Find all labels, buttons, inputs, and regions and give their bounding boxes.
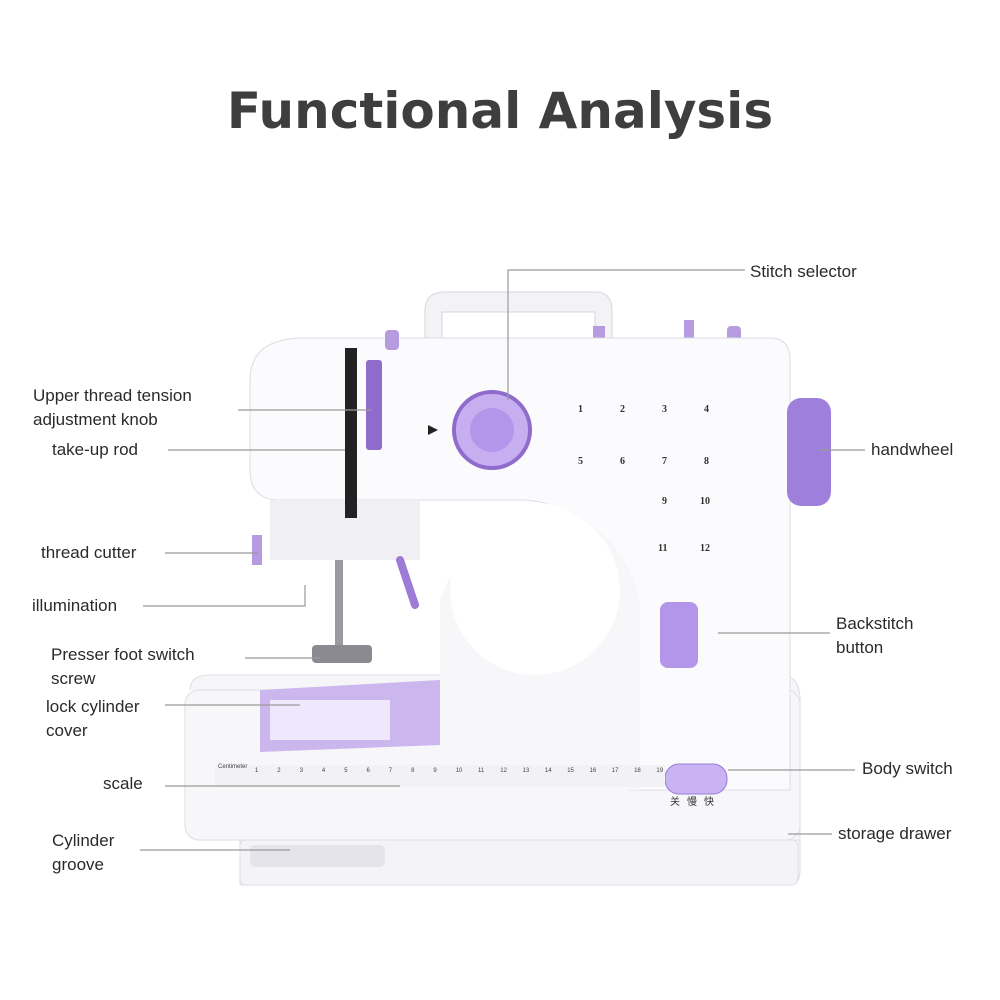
handwheel: [787, 398, 831, 506]
switch-mark: 关: [670, 797, 680, 808]
scale-number: 19: [656, 768, 664, 774]
label-tension-2: adjustment knob: [33, 410, 158, 429]
label-storage-drawer: storage drawer: [838, 824, 952, 843]
presser-lever: [396, 556, 419, 609]
label-scale: scale: [103, 774, 143, 793]
label-lock-1: lock cylinder: [46, 697, 140, 716]
scale-number: 1: [255, 768, 259, 774]
label-tension-1: Upper thread tension: [33, 386, 192, 405]
switch-mark: 快: [704, 797, 714, 808]
scale-number: 9: [433, 768, 437, 774]
needle-bar: [335, 560, 343, 660]
stitch-number: 11: [658, 543, 668, 554]
stitch-number: 12: [700, 543, 710, 554]
label-backstitch-1: Backstitch: [836, 614, 914, 633]
thread-cutter: [252, 535, 262, 565]
label-presser-1: Presser foot switch: [51, 645, 195, 664]
scale-number: 8: [411, 768, 415, 774]
leader-lines: [140, 269, 865, 851]
label-stitch-selector: Stitch selector: [750, 262, 857, 281]
label-backstitch-2: button: [836, 638, 884, 657]
scale-number: 7: [388, 768, 393, 774]
stitch-number: 9: [662, 496, 667, 507]
label-take-up-rod: take-up rod: [52, 440, 138, 459]
page-title: Functional Analysis: [226, 82, 774, 140]
scale-number: 11: [478, 768, 485, 774]
presser-foot-screw: [312, 645, 372, 663]
scale-number: 6: [366, 768, 370, 774]
backstitch-button: [660, 602, 698, 668]
take-up-rod: [345, 348, 357, 518]
label-body-switch: Body switch: [862, 759, 953, 778]
label-handwheel: handwheel: [871, 440, 954, 459]
scale-number: 14: [544, 768, 552, 774]
spool-pin: [684, 320, 694, 350]
switch-mark: 慢: [687, 797, 697, 808]
scale-number: 4: [321, 768, 326, 774]
scale-number: 16: [589, 768, 597, 774]
scale-number: 5: [344, 768, 348, 774]
label-groove-1: Cylinder: [52, 831, 115, 850]
scale-number: 15: [567, 768, 574, 774]
stitch-number: 1: [578, 404, 583, 415]
stitch-number: 4: [704, 404, 709, 415]
stitch-number: 5: [578, 456, 583, 467]
scale-number: 2: [277, 768, 281, 774]
stitch-number: 7: [662, 456, 667, 467]
stitch-number: 2: [620, 404, 625, 415]
stitch-number: 10: [700, 496, 710, 507]
arrow-icon: [428, 425, 438, 435]
label-groove-2: groove: [52, 855, 104, 874]
scale-unit: Centimeter: [218, 764, 248, 770]
stitch-number: 3: [662, 404, 667, 415]
label-lock-2: cover: [46, 721, 88, 740]
scale-number: 3: [299, 768, 303, 774]
stitch-number: 8: [704, 456, 709, 467]
stitch-number: 6: [620, 456, 625, 467]
label-illumination: illumination: [32, 596, 118, 615]
tension-knob: [366, 360, 382, 450]
scale-number: 12: [500, 768, 507, 774]
label-thread-cutter: thread cutter: [41, 543, 137, 562]
body-switch: [664, 763, 728, 795]
scale-strip: [215, 765, 665, 787]
cylinder-groove: [250, 845, 385, 867]
scale-number: 17: [611, 768, 619, 774]
scale-number: 10: [455, 768, 463, 774]
scale-number: 13: [522, 768, 530, 774]
scale-number: 18: [634, 768, 641, 774]
label-presser-2: screw: [51, 669, 96, 688]
